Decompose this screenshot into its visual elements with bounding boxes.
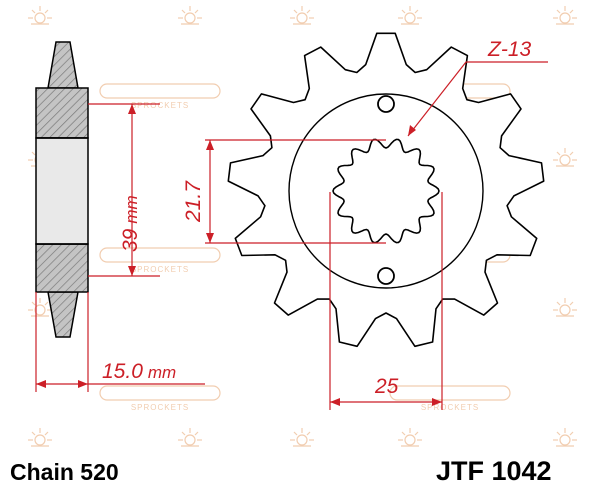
spline-major-label: 21.7 [182,180,205,223]
spline-minor-label: 25 [374,375,399,398]
watermark-sun-icon [27,427,53,447]
watermark-sun-icon [552,5,578,25]
watermark-sun-icon [27,297,53,317]
watermark-sun-icon [397,427,423,447]
watermark-brand-text: SPROCKETS [131,403,189,412]
watermark-brand: SPROCKETS [99,83,221,110]
watermark-sun-icon [177,427,203,447]
sprocket-front-view [227,32,545,348]
side-hub-bore [35,137,89,245]
watermark-sun-icon [27,5,53,25]
spline-bore [332,138,440,244]
side-body-upper [35,87,89,139]
side-dimensions [35,103,205,392]
watermark-brand: SPROCKETS [99,385,221,412]
side-body-lower [35,243,89,293]
front-dimensions [205,61,548,410]
mounting-hole-bottom [377,267,395,285]
chain-size-label: Chain 520 [10,459,119,485]
teeth-count-label: Z-13 [487,38,532,61]
watermark-brand-text: SPROCKETS [131,265,189,274]
watermark-brand: SPROCKETS [99,247,221,274]
watermark-sun-icon [552,297,578,317]
watermark-sun-icon [177,5,203,25]
bolt-circle [288,93,484,289]
watermark-brand-text: SPROCKETS [421,403,479,412]
watermark-sun-icon [289,5,315,25]
mounting-hole-top [377,95,395,113]
watermark-sun-icon [552,427,578,447]
hub-diameter-label: 39mm [119,195,142,252]
watermark-sun-icon [397,5,423,25]
side-tooth-lower [47,291,79,338]
watermark-brand-text: SPROCKETS [131,101,189,110]
watermark-sun-icon [552,147,578,167]
sprocket-side-view [35,41,89,338]
part-number-label: JTF 1042 [436,456,552,486]
watermark-brand: SPROCKETS [389,385,511,412]
watermark-sun-icon [289,427,315,447]
side-tooth-upper [47,41,79,89]
